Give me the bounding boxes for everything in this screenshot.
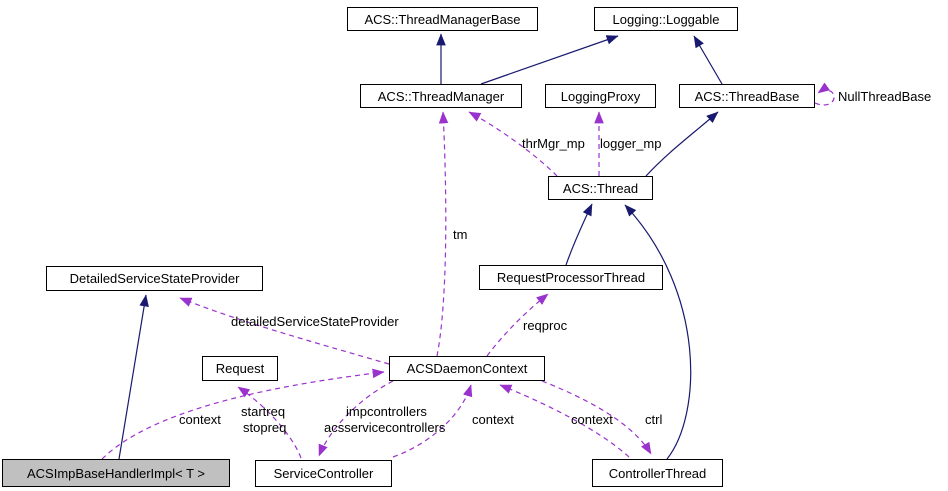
edge-inh-acsimpbasehandlerimpl-detailedservicestateprovider <box>118 294 149 460</box>
edge-label-acsservicecontrollers: acsservicecontrollers <box>324 420 446 435</box>
edge-label-reqproc: reqproc <box>523 318 568 333</box>
node-logging-loggable[interactable]: Logging::Loggable <box>594 7 738 31</box>
edge-label-logger-mp: logger_mp <box>600 136 662 151</box>
node-request-processor-thread[interactable]: RequestProcessorThread <box>479 265 663 290</box>
edge-label-stopreq: stopreq <box>243 420 287 435</box>
edge-label-tm: tm <box>453 227 468 242</box>
node-service-controller[interactable]: ServiceController <box>255 460 392 487</box>
node-acs-thread-manager-base[interactable]: ACS::ThreadManagerBase <box>347 7 538 31</box>
edge-label-impcontrollers: impcontrollers <box>346 404 427 419</box>
edge-use-acsdaemoncontext-detailedservicestateprovider <box>179 297 390 365</box>
edge-inh-requestprocessorthread-thread <box>565 203 593 266</box>
node-controller-thread[interactable]: ControllerThread <box>592 459 723 487</box>
edge-label-detailed-service-state-provider: detailedServiceStateProvider <box>231 314 399 329</box>
edge-use-acsdaemoncontext-controllerthread-ctrl <box>541 380 652 455</box>
edge-use-servicecontroller-request-startreq-stopreq <box>237 386 302 459</box>
edge-label-context-right: context <box>571 412 613 427</box>
edge-use-acsdaemoncontext-servicecontroller-impcontrollers <box>318 380 394 457</box>
edge-label-thrmgr-mp: thrMgr_mp <box>522 136 585 151</box>
edge-inh-threadbase-loggable <box>693 35 723 85</box>
edge-use-servicecontroller-acsdaemoncontext-context <box>392 384 473 458</box>
edge-use-threadbase-self-nullthreadbase <box>814 82 835 106</box>
edge-label-context-mid: context <box>472 412 514 427</box>
node-acs-imp-base-handler-impl: ACSImpBaseHandlerImpl< T > <box>2 459 230 487</box>
edge-use-acsdaemoncontext-threadmanager-tm <box>436 111 449 357</box>
edge-inh-controllerthread-thread <box>624 204 692 460</box>
edge-label-null-thread-base: NullThreadBase <box>838 89 932 104</box>
edge-use-acsdaemoncontext-requestprocessorthread-reqproc <box>486 293 549 357</box>
edge-use-controllerthread-acsdaemoncontext-context <box>499 384 630 458</box>
edge-use-thread-threadmanager-thrmgr-mp <box>468 111 558 177</box>
node-request[interactable]: Request <box>202 356 278 381</box>
edge-label-ctrl: ctrl <box>645 412 663 427</box>
edge-inh-thread-threadbase <box>645 111 719 177</box>
edge-inh-threadmanager-loggable <box>480 35 619 85</box>
node-acs-daemon-context[interactable]: ACSDaemonContext <box>389 356 545 381</box>
edge-label-context-left: context <box>179 412 221 427</box>
node-logging-proxy[interactable]: LoggingProxy <box>545 84 656 108</box>
node-acs-thread-base[interactable]: ACS::ThreadBase <box>679 84 815 108</box>
node-acs-thread-manager[interactable]: ACS::ThreadManager <box>360 84 522 108</box>
node-detailed-service-state-provider[interactable]: DetailedServiceStateProvider <box>46 266 263 291</box>
node-acs-thread[interactable]: ACS::Thread <box>548 176 653 200</box>
edge-use-acsimpbasehandlerimpl-acsdaemoncontext-context <box>101 368 385 460</box>
edge-label-startreq: startreq <box>241 404 286 419</box>
